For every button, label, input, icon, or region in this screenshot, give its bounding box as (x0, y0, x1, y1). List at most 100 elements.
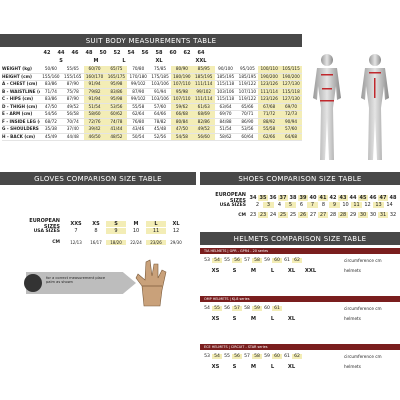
table-cell: 90/94 (280, 118, 302, 126)
shoe-size-cell: 47 (378, 195, 388, 201)
helmet-circumference-cell: 54 (204, 306, 210, 311)
glove-eu-xs: XS (92, 221, 100, 227)
helmet-circumference-cell: 58 (244, 306, 250, 311)
shoe-size-cell: 25 (289, 212, 297, 218)
shoe-size-cell: 34 (249, 195, 257, 201)
size-52: 52 (113, 50, 121, 56)
shoe-size-cell: 25 (278, 212, 288, 218)
shoe-size-cell: 10 (342, 202, 349, 208)
table-cell: 35/38 (40, 125, 62, 134)
glove-cm-1: 16/17 (90, 240, 102, 245)
table-cell: 64/66 (149, 110, 171, 119)
size-60: 60 (169, 50, 177, 56)
glove-eu-m: M (133, 221, 139, 227)
table-cell: 39/42 (83, 125, 106, 134)
row-label: H - BACK (cm) (2, 133, 40, 141)
table-cell: 115/118 (280, 88, 302, 96)
gloves-title: GLOVES COMPARISON SIZE TABLE (34, 174, 162, 183)
helmet-circumference-cell: 62 (292, 258, 302, 263)
size-56: 56 (141, 50, 149, 56)
shoe-size-cell: 27 (318, 212, 328, 218)
table-cell: 95/98 (105, 95, 128, 104)
table-cell: 91/94 (83, 80, 106, 89)
gloves-usa-label: USA SIZES (33, 228, 60, 234)
shoe-size-cell: 37 (278, 195, 288, 201)
table-cell: 60/62 (105, 110, 128, 119)
table-cell: 49/52 (192, 125, 215, 134)
shoe-size-cell: 38 (289, 195, 297, 201)
table-cell: 55/58 (127, 103, 150, 111)
glove-cm-0: 12/13 (70, 240, 82, 245)
table-cell: 54/58 (170, 133, 193, 141)
letter-xxl: XXL (195, 58, 207, 64)
table-cell: 52/56 (149, 133, 171, 141)
table-cell: 69/70 (214, 110, 237, 119)
helmet-size-cell: L (270, 364, 275, 370)
table-cell: 55/65 (61, 66, 84, 74)
table-cell: 123/126 (258, 95, 281, 104)
glove-eu-xxs: XXS (70, 221, 82, 227)
shoe-size-cell: 41 (318, 195, 328, 201)
shoe-size-cell: 2 (255, 202, 260, 208)
table-cell: 79/82 (83, 88, 106, 96)
helmet-circumference-label: circumference cm (344, 354, 382, 359)
table-cell: 61/63 (192, 103, 215, 111)
helmet-circumference-cell: 55 (212, 306, 222, 311)
table-cell: 74/78 (105, 118, 128, 126)
row-label: D - THIGH (cm) (2, 103, 40, 111)
table-cell: 66/68 (170, 110, 193, 119)
table-cell: 115/118 (214, 95, 237, 104)
table-cell: 86/90 (236, 118, 259, 126)
table-cell: 175/185 (149, 73, 171, 81)
shoe-size-cell: 26 (298, 212, 308, 218)
row-label: E - ARM (cm) (2, 110, 40, 119)
table-cell: 119/122 (236, 80, 259, 89)
helmet-sizes-label: helmets (344, 364, 361, 369)
shoe-size-cell: 39 (298, 195, 308, 201)
row-label: A - CHEST (cm) (2, 80, 40, 89)
shoe-size-cell: 46 (369, 195, 377, 201)
table-cell: 91/94 (149, 88, 171, 96)
helmet-circumference-cell: 59 (264, 258, 270, 263)
table-cell: 123/126 (258, 80, 281, 89)
table-cell: 76/80 (127, 118, 150, 126)
table-cell: 54/56 (40, 110, 62, 119)
helmet-size-cell: XL (287, 364, 296, 370)
shoe-size-cell: 7 (307, 202, 318, 208)
helmet-circumference-cell: 61 (284, 258, 290, 263)
shoe-size-cell: 6 (299, 202, 304, 208)
helmet-circumference-cell: 62 (292, 354, 302, 359)
table-cell: 67/68 (258, 103, 281, 111)
helmet-circumference-cell: 57 (244, 354, 250, 359)
row-label: WEIGHT (kg) (2, 66, 40, 74)
suit-letters-row: S M L XL XXL (40, 58, 222, 64)
row-label: HEIGHT (cm) (2, 73, 40, 81)
helmet-size-cell: XS (211, 316, 220, 322)
helmet-circumference-cell: 56 (232, 354, 242, 359)
helmet-size-cell: M (250, 316, 257, 322)
shoe-size-cell: 40 (309, 195, 317, 201)
helmet-circumference-cell: 60 (272, 354, 282, 359)
table-cell: 47/50 (40, 103, 62, 111)
table-cell: 43/46 (127, 125, 150, 134)
table-cell: 83/86 (40, 95, 62, 104)
table-cell: 44/48 (61, 133, 84, 141)
table-cell: 160/170 (83, 73, 106, 81)
table-cell: 127/130 (280, 95, 302, 104)
glove-usa-11: 11 (146, 228, 166, 234)
helmet-circumference-cell: 55 (224, 258, 230, 263)
table-cell: 83/86 (105, 88, 128, 96)
table-cell: 71/72 (258, 110, 281, 119)
shoe-size-cell: 23 (258, 212, 268, 218)
table-cell: 127/130 (280, 80, 302, 89)
helmet-section-header: TIA HELMETS | GPR - GPR4 - 20 series (200, 248, 400, 254)
helmet-circumference-cell: 53 (204, 258, 210, 263)
table-cell: 75/85 (149, 66, 171, 74)
glove-usa-12: 12 (172, 228, 180, 234)
table-cell: 103/106 (214, 88, 237, 96)
